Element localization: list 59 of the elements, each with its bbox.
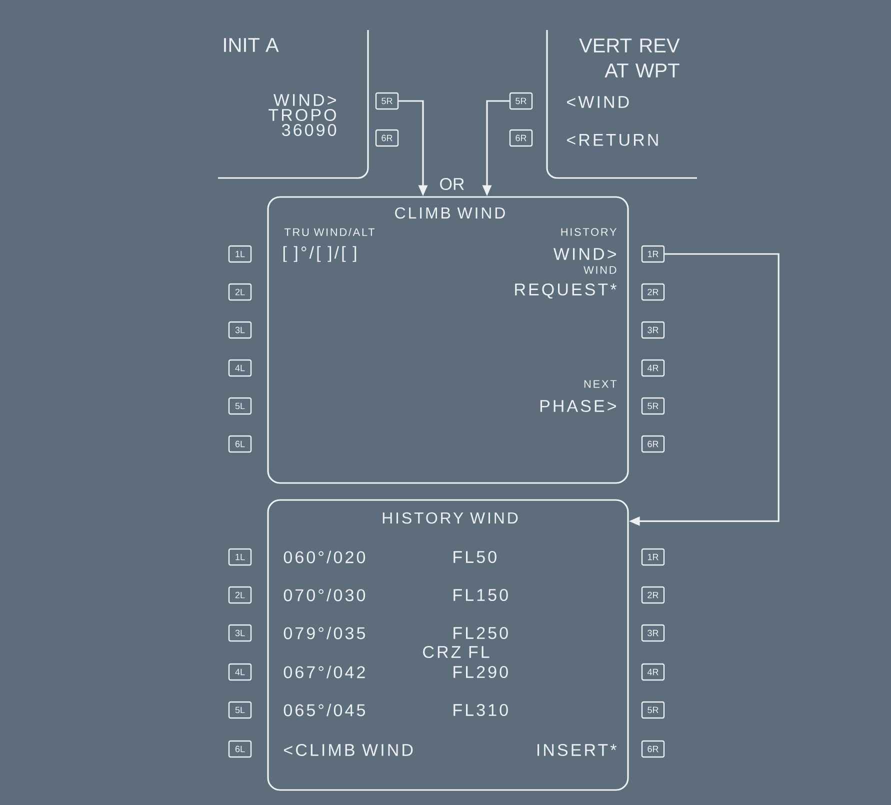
page-title: HISTORY WIND bbox=[382, 512, 518, 524]
key-button: 1R bbox=[641, 548, 665, 566]
prompt-text: <WIND bbox=[567, 96, 629, 108]
prompt-text: <CLIMB WIND bbox=[284, 744, 413, 756]
key-button: 2L bbox=[228, 283, 252, 301]
key-button: 4L bbox=[228, 359, 252, 377]
field-label: TROPO bbox=[268, 108, 336, 122]
data-field: 070°/030 bbox=[284, 588, 366, 602]
key-button: 3R bbox=[641, 321, 665, 339]
key-button: 6R bbox=[641, 740, 665, 758]
key-button: 6R bbox=[641, 435, 665, 453]
data-field: FL250 bbox=[454, 626, 508, 640]
key-button: 4R bbox=[641, 663, 665, 681]
page-title: INIT A bbox=[224, 38, 279, 52]
data-field: [ ]°/[ ]/[ ] bbox=[283, 246, 356, 262]
connector-label: OR bbox=[440, 178, 464, 190]
key-button: 6L bbox=[228, 740, 252, 758]
prompt-text: INSERT* bbox=[537, 744, 617, 756]
page-title: VERT REV AT WPT bbox=[579, 38, 680, 78]
key-button: 1L bbox=[228, 548, 252, 566]
field-label: WIND bbox=[584, 266, 616, 274]
key-button: 2R bbox=[641, 586, 665, 604]
field-label: CRZ FL bbox=[423, 646, 490, 658]
prompt-text: REQUEST* bbox=[515, 283, 617, 299]
key-button: 6R bbox=[509, 129, 533, 147]
prompt-text: WIND> bbox=[553, 248, 616, 260]
key-button: 5L bbox=[228, 701, 252, 719]
key-button: 6L bbox=[228, 435, 252, 453]
key-button: 5R bbox=[509, 92, 533, 110]
prompt-text: PHASE> bbox=[540, 400, 616, 412]
key-button: 4R bbox=[641, 359, 665, 377]
key-button: 3R bbox=[641, 624, 665, 642]
data-field: 079°/035 bbox=[284, 626, 365, 640]
key-button: 1L bbox=[228, 245, 252, 263]
field-label: TRU WIND/ALT bbox=[284, 228, 375, 236]
prompt-text: WIND> bbox=[273, 94, 336, 106]
data-field: 067°/042 bbox=[284, 666, 365, 678]
key-button: 5R bbox=[641, 701, 665, 719]
data-field: FL150 bbox=[454, 588, 508, 602]
key-button: 1R bbox=[641, 245, 665, 263]
key-button: 2L bbox=[228, 586, 252, 604]
data-field: FL50 bbox=[454, 550, 496, 564]
page-title: CLIMB WIND bbox=[395, 207, 505, 219]
data-field: FL290 bbox=[454, 666, 508, 678]
prompt-text: <RETURN bbox=[567, 134, 658, 146]
data-field: FL310 bbox=[454, 704, 508, 716]
key-button: 5L bbox=[228, 397, 252, 415]
field-label: HISTORY bbox=[561, 228, 617, 236]
key-button: 5R bbox=[375, 92, 399, 110]
key-button: 3L bbox=[228, 624, 252, 642]
data-field: 060°/020 bbox=[284, 550, 366, 564]
key-button: 2R bbox=[641, 283, 665, 301]
field-label: NEXT bbox=[584, 380, 617, 388]
field-value: 36090 bbox=[282, 124, 336, 136]
key-button: 4L bbox=[228, 663, 252, 681]
data-field: 065°/045 bbox=[284, 704, 365, 716]
key-button: 6R bbox=[375, 129, 399, 147]
key-button: 3L bbox=[228, 321, 252, 339]
key-button: 5R bbox=[641, 397, 665, 415]
